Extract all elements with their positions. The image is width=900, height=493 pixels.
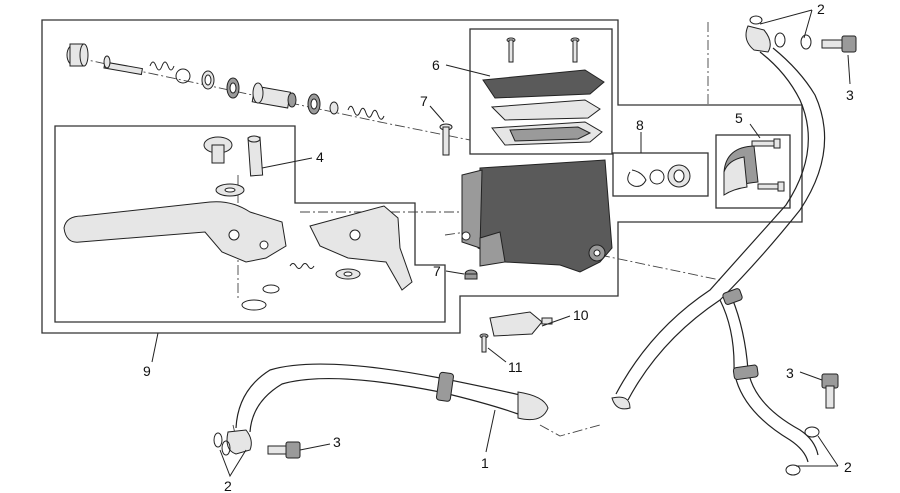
- leader-3b: [299, 443, 331, 451]
- axis-line-lower: [444, 229, 481, 236]
- lever-bracket: [309, 205, 413, 291]
- bushing-8: [667, 164, 691, 188]
- hose-1: [213, 363, 549, 456]
- group-5-frame: [715, 134, 791, 209]
- callout-11: 11: [508, 359, 523, 375]
- group-4-frame: [54, 125, 446, 323]
- seal-top-2: [307, 93, 321, 115]
- group-8-frame: [612, 152, 709, 197]
- washer-7-bottom: [464, 269, 478, 280]
- axis-line-hose-mid: [539, 424, 601, 437]
- hose-right: [611, 15, 826, 476]
- pivot-pin: [247, 135, 264, 177]
- brake-switch-10: [489, 311, 553, 337]
- leader-7b: [445, 270, 465, 275]
- leader-9: [151, 332, 159, 363]
- callout-1: 1: [481, 455, 489, 471]
- switch-screw-11: [479, 333, 489, 353]
- banjo-bolt-3-bottom: [267, 441, 301, 459]
- clamp-screws-5: [751, 138, 785, 192]
- circlip-top: [175, 68, 191, 84]
- leader-4: [261, 157, 313, 169]
- leader-3c: [799, 371, 823, 381]
- washer-top-1: [201, 70, 215, 90]
- leader-2a: [219, 449, 247, 478]
- pushrod: [103, 55, 144, 76]
- callout-4: 4: [316, 149, 324, 165]
- leader-1: [485, 409, 496, 453]
- callout-7-top: 7: [420, 93, 428, 109]
- callout-10: 10: [573, 307, 589, 323]
- group-9-frame: [41, 19, 803, 334]
- leader-3a: [847, 54, 851, 85]
- banjo-bolt-3-top: [821, 35, 857, 53]
- callout-3-bottom: 3: [333, 434, 341, 450]
- lever-spring: [289, 263, 315, 269]
- piston-boot: [66, 43, 89, 67]
- return-spring: [347, 105, 385, 120]
- callout-8: 8: [636, 117, 644, 133]
- group-6-frame: [469, 28, 613, 155]
- reservoir-plate: [490, 99, 601, 121]
- callout-9: 9: [143, 363, 151, 379]
- cap-screws: [506, 37, 580, 63]
- reservoir-diaphragm: [491, 121, 603, 146]
- clamp-5: [723, 145, 759, 196]
- callout-2-bottom-right: 2: [844, 459, 852, 475]
- leader-6: [445, 64, 491, 77]
- callout-7-bottom: 7: [433, 263, 441, 279]
- callout-3-top-right: 3: [846, 87, 854, 103]
- lever-circlip: [262, 284, 280, 294]
- piston: [251, 82, 297, 109]
- callout-2-bottom-left: 2: [224, 478, 232, 493]
- callout-5: 5: [735, 110, 743, 126]
- reservoir-cap: [482, 69, 605, 99]
- banjo-bolt-3-right: [821, 373, 839, 409]
- lever-washer: [215, 183, 245, 197]
- axis-line-piston: [77, 57, 471, 141]
- spring-small: [149, 61, 175, 71]
- brake-lever: [63, 201, 287, 263]
- leader-7a: [429, 105, 445, 123]
- leader-2c: [796, 435, 839, 467]
- callout-2-top-right: 2: [817, 1, 825, 17]
- axis-line-right: [599, 254, 721, 281]
- screw-7-top: [439, 123, 453, 156]
- bracket-washer: [335, 268, 361, 280]
- callout-6: 6: [432, 57, 440, 73]
- callout-3-right: 3: [786, 365, 794, 381]
- leader-10: [541, 315, 571, 327]
- lever-circlip-lower: [241, 299, 267, 311]
- seal-top-1: [226, 77, 240, 99]
- master-cylinder-body: [461, 159, 613, 273]
- washer-top-2: [329, 101, 339, 115]
- leader-5: [749, 123, 761, 139]
- leader-11: [487, 347, 507, 363]
- o-ring-8: [649, 169, 665, 185]
- leader-2b: [759, 9, 813, 39]
- adjuster-knob: [203, 136, 233, 164]
- clip-8: [627, 169, 647, 187]
